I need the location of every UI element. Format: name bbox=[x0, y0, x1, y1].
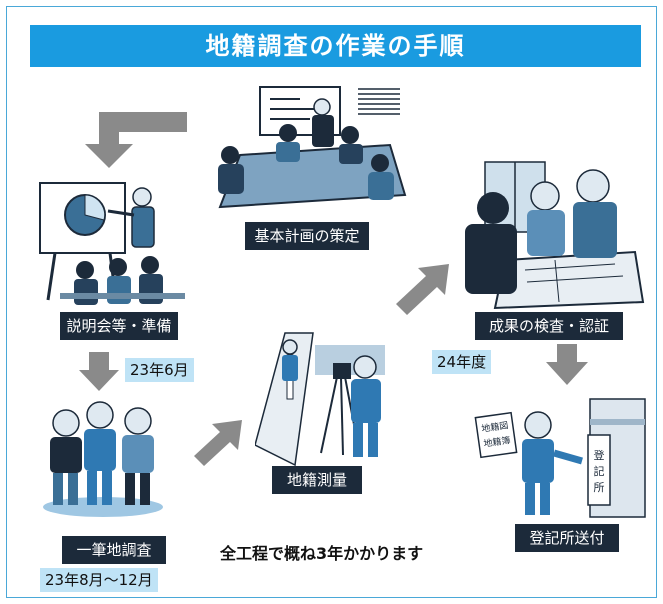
step-label-inspection: 成果の検査・認証 bbox=[475, 312, 623, 340]
step-label-parcel-survey: 一筆地調査 bbox=[62, 536, 166, 564]
registry-sign-char-2: 記 bbox=[594, 464, 605, 478]
registry-sign-char-1: 登 bbox=[594, 448, 605, 462]
illustration-cadastral-survey bbox=[255, 332, 385, 467]
diagram-title: 地籍調査の作業の手順 bbox=[30, 25, 641, 67]
arrow-up-right-2 bbox=[396, 264, 449, 315]
registry-sign-char-3: 所 bbox=[594, 481, 605, 494]
arrow-down-right bbox=[546, 344, 588, 385]
arrow-top-left bbox=[85, 112, 187, 168]
illustration-briefing bbox=[39, 182, 185, 305]
arrow-up-right-1 bbox=[194, 420, 242, 466]
illustration-parcel-survey bbox=[43, 401, 163, 517]
sign-cadastral-map: 地籍図 bbox=[481, 419, 509, 435]
arrow-down-left bbox=[79, 352, 119, 391]
step-label-briefing: 説明会等・準備 bbox=[60, 312, 178, 340]
step-label-registry-send: 登記所送付 bbox=[515, 524, 619, 552]
date-label-june: 23年6月 bbox=[125, 358, 194, 382]
sign-cadastral-register: 地籍簿 bbox=[483, 434, 511, 450]
step-label-cadastral-survey: 地籍測量 bbox=[272, 466, 362, 494]
date-label-fy24: 24年度 bbox=[432, 350, 492, 374]
illustration-planning-meeting bbox=[218, 86, 407, 209]
illustration-inspection bbox=[465, 161, 645, 310]
diagram-frame bbox=[6, 6, 657, 598]
illustration-registry: 登 記 所 地籍図 地籍簿 bbox=[474, 398, 646, 518]
step-label-basic-plan: 基本計画の策定 bbox=[245, 222, 369, 250]
footer-note: 全工程で概ね3年かかります bbox=[220, 544, 424, 563]
date-label-aug-dec: 23年8月～12月 bbox=[40, 568, 158, 592]
